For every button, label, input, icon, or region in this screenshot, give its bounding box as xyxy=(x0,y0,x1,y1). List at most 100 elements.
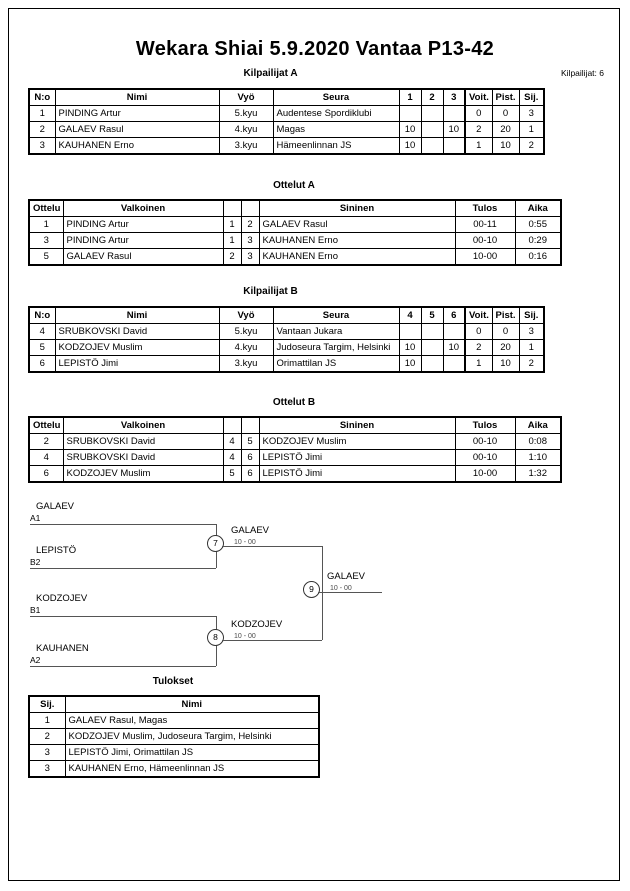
table-header-row: N:o Nimi Vyö Seura 4 5 6 Voit. Pist. Sij… xyxy=(28,306,545,324)
cell-time: 1:32 xyxy=(514,465,562,483)
cell-blue-seed: 2 xyxy=(240,216,260,233)
cell-match-no: 2 xyxy=(28,433,64,450)
col-time: Aika xyxy=(514,199,562,217)
cell-m1 xyxy=(398,105,422,122)
col-match-no: Ottelu xyxy=(28,199,64,217)
cell-blue: KAUHANEN Erno xyxy=(258,232,456,249)
cell-result: 00-10 xyxy=(454,232,516,249)
bracket-winner-name: GALAEV xyxy=(327,571,366,582)
cell-result: 00-10 xyxy=(454,433,516,450)
page-title: Wekara Shiai 5.9.2020 Vantaa P13-42 xyxy=(135,38,495,60)
table-row: 4 SRUBKOVSKI David 5.kyu Vantaan Jukara … xyxy=(28,323,545,340)
cell-result: 10-00 xyxy=(454,465,516,483)
table-row: 2 SRUBKOVSKI David 4 5 KODZOJEV Muslim 0… xyxy=(28,433,562,450)
cell-belt: 5.kyu xyxy=(218,105,274,122)
cell-white-seed: 2 xyxy=(222,248,242,266)
col-no: N:o xyxy=(28,306,56,324)
cell-white: KODZOJEV Muslim xyxy=(62,465,224,483)
cell-name: LEPISTÖ Jimi xyxy=(54,355,220,373)
col-time: Aika xyxy=(514,416,562,434)
cell-white-seed: 5 xyxy=(222,465,242,483)
cell-m1: 10 xyxy=(398,137,422,155)
bracket-winner-name: GALAEV xyxy=(231,525,270,536)
col-blue-seed xyxy=(240,199,260,217)
cell-wins: 2 xyxy=(464,121,493,138)
col-blue-seed xyxy=(240,416,260,434)
bracket-match-number: 9 xyxy=(303,581,320,598)
cell-name: KODZOJEV Muslim, Judoseura Targim, Helsi… xyxy=(64,728,320,745)
col-m3: 3 xyxy=(442,88,466,106)
cell-m3 xyxy=(442,137,466,155)
competitors-count: Kilpailijat: 6 xyxy=(561,68,604,78)
cell-points: 0 xyxy=(491,105,520,122)
cell-club: Hämeenlinnan JS xyxy=(272,137,400,155)
cell-no: 4 xyxy=(28,323,56,340)
cell-no: 2 xyxy=(28,121,56,138)
cell-m2 xyxy=(420,323,444,340)
bracket-match-number: 8 xyxy=(207,629,224,646)
cell-m2 xyxy=(420,105,444,122)
cell-rank: 2 xyxy=(28,728,66,745)
bracket-entry-seed: A1 xyxy=(30,513,41,523)
cell-points: 20 xyxy=(491,121,520,138)
cell-blue: KAUHANEN Erno xyxy=(258,248,456,266)
bracket-entry-seed: B2 xyxy=(30,557,41,567)
col-blue: Sininen xyxy=(258,416,456,434)
cell-rank: 1 xyxy=(518,121,545,138)
table-row: 3 LEPISTÖ Jimi, Orimattilan JS xyxy=(28,744,320,761)
table-row: 4 SRUBKOVSKI David 4 6 LEPISTÖ Jimi 00-1… xyxy=(28,449,562,466)
cell-result: 00-11 xyxy=(454,216,516,233)
bracket-line-h xyxy=(318,592,382,593)
cell-rank: 3 xyxy=(28,744,66,761)
col-wins: Voit. xyxy=(464,306,493,324)
col-white: Valkoinen xyxy=(62,199,224,217)
cell-rank: 1 xyxy=(518,339,545,356)
table-header-row: Sij. Nimi xyxy=(28,695,320,713)
col-club: Seura xyxy=(272,88,400,106)
bracket-line-v xyxy=(322,546,323,640)
cell-m1: 10 xyxy=(398,121,422,138)
col-m2: 5 xyxy=(420,306,444,324)
col-points: Pist. xyxy=(491,306,520,324)
table-header-row: Ottelu Valkoinen Sininen Tulos Aika xyxy=(28,199,562,217)
cell-result: 10-00 xyxy=(454,248,516,266)
bracket-line-h xyxy=(30,616,216,617)
bracket-match-score: 10 - 00 xyxy=(234,633,256,640)
pool-b-heading: Kilpailijat B xyxy=(243,286,298,297)
table-row: 1 PINDING Artur 5.kyu Audentese Spordikl… xyxy=(28,105,545,122)
col-rank: Sij. xyxy=(28,695,66,713)
cell-club: Orimattilan JS xyxy=(272,355,400,373)
cell-points: 10 xyxy=(491,355,520,373)
bracket-entry-name: GALAEV xyxy=(36,501,75,512)
cell-white-seed: 4 xyxy=(222,449,242,466)
cell-blue-seed: 5 xyxy=(240,433,260,450)
cell-wins: 1 xyxy=(464,355,493,373)
table-row: 5 GALAEV Rasul 2 3 KAUHANEN Erno 10-00 0… xyxy=(28,248,562,266)
pool-a-heading: Kilpailijat A xyxy=(243,68,298,79)
cell-name: PINDING Artur xyxy=(54,105,220,122)
cell-no: 6 xyxy=(28,355,56,373)
cell-rank: 1 xyxy=(28,712,66,729)
bracket-entry-name: LEPISTÖ xyxy=(36,545,77,556)
cell-time: 1:10 xyxy=(514,449,562,466)
bracket-line-h xyxy=(222,546,322,547)
table-header-row: Ottelu Valkoinen Sininen Tulos Aika xyxy=(28,416,562,434)
cell-m1 xyxy=(398,323,422,340)
col-rank: Sij. xyxy=(518,88,545,106)
cell-m1: 10 xyxy=(398,339,422,356)
cell-match-no: 1 xyxy=(28,216,64,233)
table-row: 6 LEPISTÖ Jimi 3.kyu Orimattilan JS 10 1… xyxy=(28,355,545,373)
cell-white-seed: 1 xyxy=(222,232,242,249)
cell-belt: 4.kyu xyxy=(218,339,274,356)
results-heading: Tulokset xyxy=(152,676,194,687)
bracket-winner-name: KODZOJEV xyxy=(231,619,283,630)
cell-match-no: 5 xyxy=(28,248,64,266)
table-row: 6 KODZOJEV Muslim 5 6 LEPISTÖ Jimi 10-00… xyxy=(28,465,562,483)
cell-blue-seed: 6 xyxy=(240,465,260,483)
cell-wins: 1 xyxy=(464,137,493,155)
col-belt: Vyö xyxy=(218,88,274,106)
cell-m3 xyxy=(442,105,466,122)
cell-belt: 3.kyu xyxy=(218,137,274,155)
cell-blue: KODZOJEV Muslim xyxy=(258,433,456,450)
cell-belt: 5.kyu xyxy=(218,323,274,340)
